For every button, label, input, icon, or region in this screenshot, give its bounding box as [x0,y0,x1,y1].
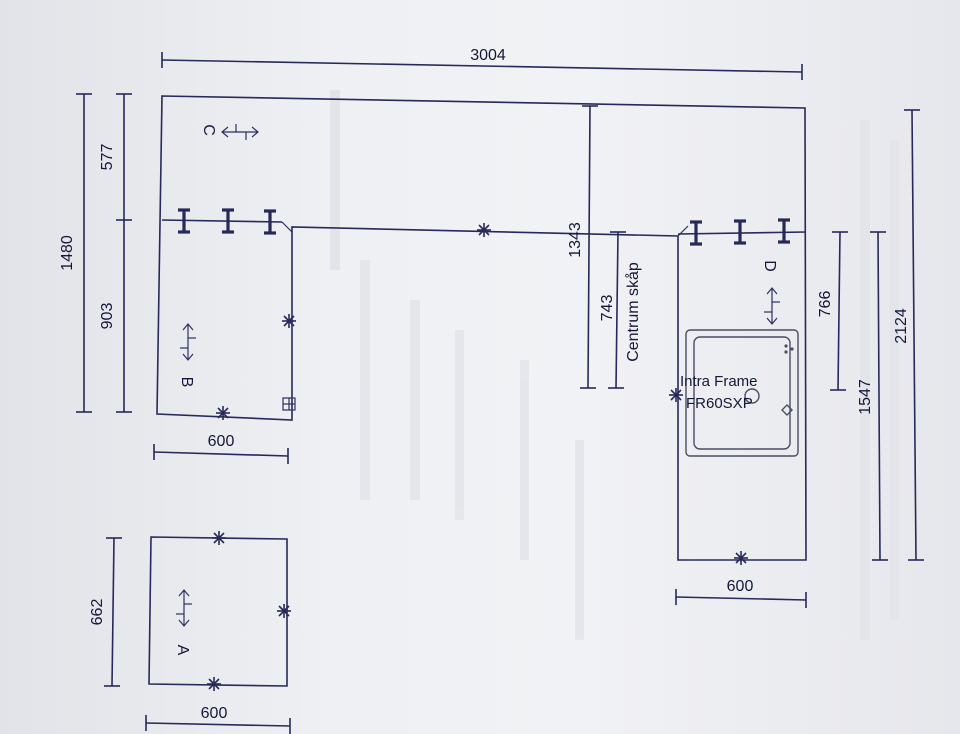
dim-1547-label: 1547 [857,379,874,415]
dim-743-label: 743 [599,295,616,322]
dimension-d-width: 600 [675,578,807,608]
grain-direction-icon [176,589,192,627]
dimension-743-centrum: 743 Centrum skåp [599,231,642,389]
dimension-b-width: 600 [153,433,289,464]
overflow-dots-icon [784,344,794,354]
dim-1480-label: 1480 [59,235,76,271]
connection-bars-left [178,208,276,235]
section-d-label: D [761,260,778,272]
grain-direction-icon [180,323,196,361]
section-a: A [148,536,288,687]
section-b: B [178,323,196,388]
dim-600-b-label: 600 [208,433,235,450]
faucet-hole-icon [781,404,793,416]
dim-903-label: 903 [99,303,116,330]
dim-662-label: 662 [89,599,106,626]
connection-bars-right [690,218,790,246]
asterisk-marker [207,677,221,691]
asterisk-marker [277,604,291,618]
dim-766-label: 766 [817,291,834,318]
grain-direction-icon [221,124,259,140]
dim-1343-label: 1343 [567,222,584,258]
dimension-total-width: 3004 [161,47,803,80]
asterisk-marker [216,406,230,420]
asterisk-marker [477,223,491,237]
dimension-a-depth: 662 [89,537,122,687]
sink: Intra Frame FR60SXP [680,329,799,457]
dim-577-label: 577 [99,144,116,171]
dimension-right-group: 766 1547 2124 [817,109,924,561]
corner-fixture-icon [282,397,296,411]
dimension-left-group: 1480 577 903 [59,93,132,413]
dimension-a-width: 600 [145,705,291,734]
sink-model-label: FR60SXP [686,395,753,412]
section-c: C [200,124,259,140]
dim-600-d-label: 600 [727,578,754,595]
grain-direction-icon [764,287,780,325]
edge-markers [207,223,748,691]
dimension-1343: 1343 [567,105,598,389]
section-a-label: A [174,645,191,656]
sink-name-label: Intra Frame [680,373,758,390]
section-d: D [761,260,780,325]
paper-show-through [330,90,899,640]
countertop-outline [156,95,807,561]
section-b-label: B [178,377,195,388]
asterisk-marker [669,388,683,402]
dim-600-a-label: 600 [201,705,228,722]
dim-total-width-label: 3004 [470,47,506,64]
dim-2124-label: 2124 [893,308,910,344]
asterisk-marker [734,551,748,565]
centrum-skap-label: Centrum skåp [624,262,642,362]
asterisk-marker [282,314,296,328]
sink-drain-icon [744,388,760,404]
section-c-label: C [200,124,217,136]
